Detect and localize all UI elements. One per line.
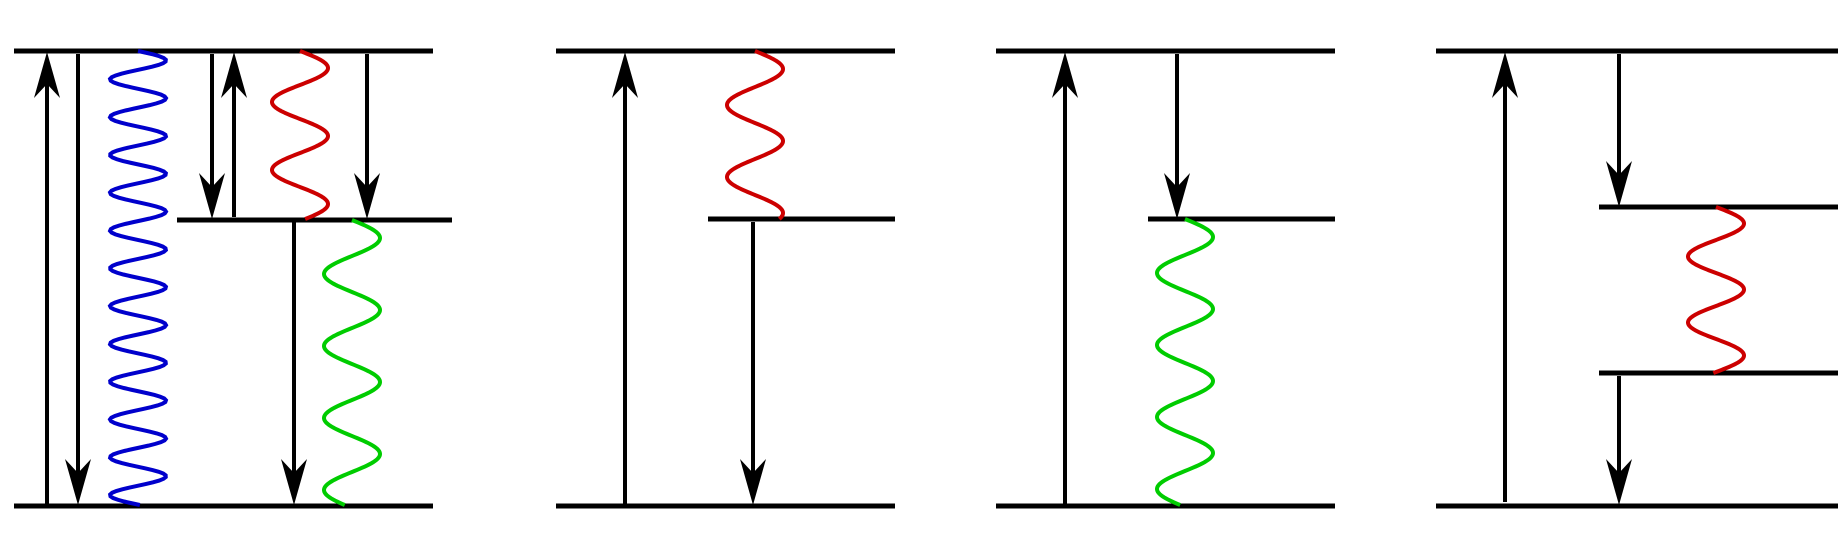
arrow-upper-to-upper-intermediate-head [1606,161,1632,207]
arrow-ground-to-upper-head [1492,52,1518,98]
arrow-intermediate-to-ground-head [281,459,307,505]
diagram-2 [556,48,895,509]
arrow-ground-to-upper-head [612,52,638,98]
wavy-upper-to-ground [107,49,169,507]
arrow-ground-to-upper-head [34,52,60,98]
arrow-lower-intermediate-to-ground-head [1606,459,1632,505]
arrow-upper-to-intermediate-b-head [354,173,380,219]
arrow-intermediate-to-upper-head [221,52,247,98]
arrow-upper-to-intermediate-head [1164,173,1190,219]
wavy-upper-to-intermediate [269,49,331,221]
diagram-1 [14,48,452,509]
arrow-upper-to-intermediate-a-head [199,173,225,219]
wavy-upper-intermediate-to-lower-intermediate [1685,205,1747,375]
wavy-intermediate-to-ground [321,218,383,507]
diagram-3 [996,48,1335,509]
wavy-intermediate-to-ground [1154,217,1216,507]
arrow-ground-to-upper-head [1052,52,1078,98]
wavy-upper-to-intermediate [724,49,786,221]
diagram-4 [1436,48,1838,509]
arrow-upper-to-ground-head [65,459,91,505]
arrow-intermediate-to-ground-head [740,459,766,505]
